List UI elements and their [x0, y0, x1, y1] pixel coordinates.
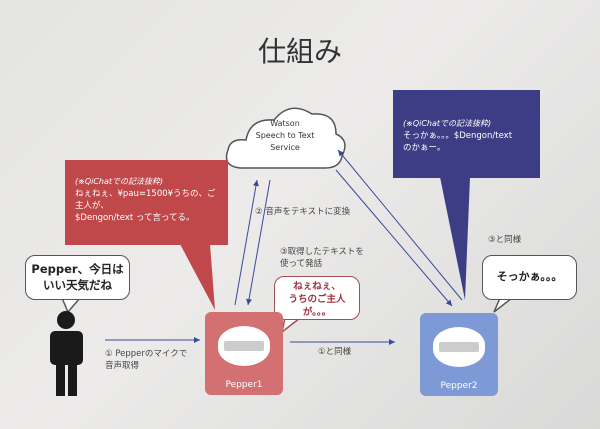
bubble-line: いい天気だね	[43, 278, 112, 292]
bubble-line: が。。。	[302, 307, 332, 318]
pepper2-robot: Pepper2	[420, 313, 498, 396]
watson-cloud-label: Watson Speech to Text Service	[228, 118, 342, 154]
box-line: そっかぁ。。。$Dengon/text	[403, 131, 513, 141]
cloud-line: Service	[270, 143, 300, 152]
qichat-box-pepper2: (※QiChatでの記法抜粋) そっかぁ。。。$Dengon/text のかぁー…	[393, 90, 540, 178]
box-note: (※QiChatでの記法抜粋)	[75, 177, 164, 186]
pepper2-label: Pepper2	[440, 381, 478, 391]
qichat-box-pepper1: (※QiChatでの記法抜粋) ねぇねぇ、¥pau=1500¥うちの、ご主人が、…	[65, 160, 228, 245]
bubble-tail-left	[61, 297, 81, 314]
bubble-tail-right	[493, 297, 513, 313]
label-line: ③取得したテキストを	[280, 247, 364, 257]
page-title: 仕組み	[257, 35, 342, 68]
speech-bubble-pepper1: ねぇねぇ、 うちのご主人 が。。。	[274, 276, 360, 320]
arrow-cloud-to-pepper1	[246, 179, 271, 306]
step1-same-label: ①と同様	[318, 347, 352, 357]
speech-bubble-user: Pepper、今日は いい天気だね	[25, 255, 130, 300]
box-note: (※QiChatでの記法抜粋)	[403, 119, 492, 128]
arrow-pepper2-to-cloud	[337, 149, 463, 301]
label-line: 使って発話	[280, 259, 323, 269]
bubble-line: ねぇねぇ、	[293, 281, 341, 292]
step3-label: ③取得したテキストを 使って発話	[280, 246, 364, 270]
pepper1-label: Pepper1	[225, 380, 263, 390]
robot-head-icon	[433, 327, 485, 367]
arrow-cloud-to-pepper2	[335, 169, 453, 307]
person-icon	[50, 311, 83, 396]
bubble-line: うちのご主人	[288, 294, 346, 305]
label-line: ① Pepperのマイクで	[105, 349, 188, 359]
arrow-pepper1-to-cloud	[234, 179, 259, 306]
speech-tail-red	[180, 244, 215, 310]
bubble-tail-mid	[280, 317, 301, 334]
step1-label: ① Pepperのマイクで 音声取得	[105, 348, 187, 372]
bubble-line: Pepper、今日は	[31, 262, 124, 276]
step2-label: ② 音声をテキストに変換	[255, 207, 351, 217]
box-line: のかぁー。	[403, 143, 446, 153]
box-line: ねぇねぇ、¥pau=1500¥うちの、ご主人が、	[75, 189, 216, 211]
step3-same-label: ③と同様	[488, 235, 522, 245]
pepper1-robot: Pepper1	[205, 312, 283, 395]
robot-head-icon	[218, 326, 270, 366]
cloud-line: Speech to Text	[255, 131, 315, 140]
speech-tail-blue	[440, 177, 470, 300]
speech-bubble-pepper2: そっかぁ。。。	[482, 255, 577, 300]
cloud-line: Watson	[270, 119, 300, 128]
label-line: 音声取得	[105, 361, 140, 371]
box-line: $Dengon/text って言ってる。	[75, 213, 195, 223]
